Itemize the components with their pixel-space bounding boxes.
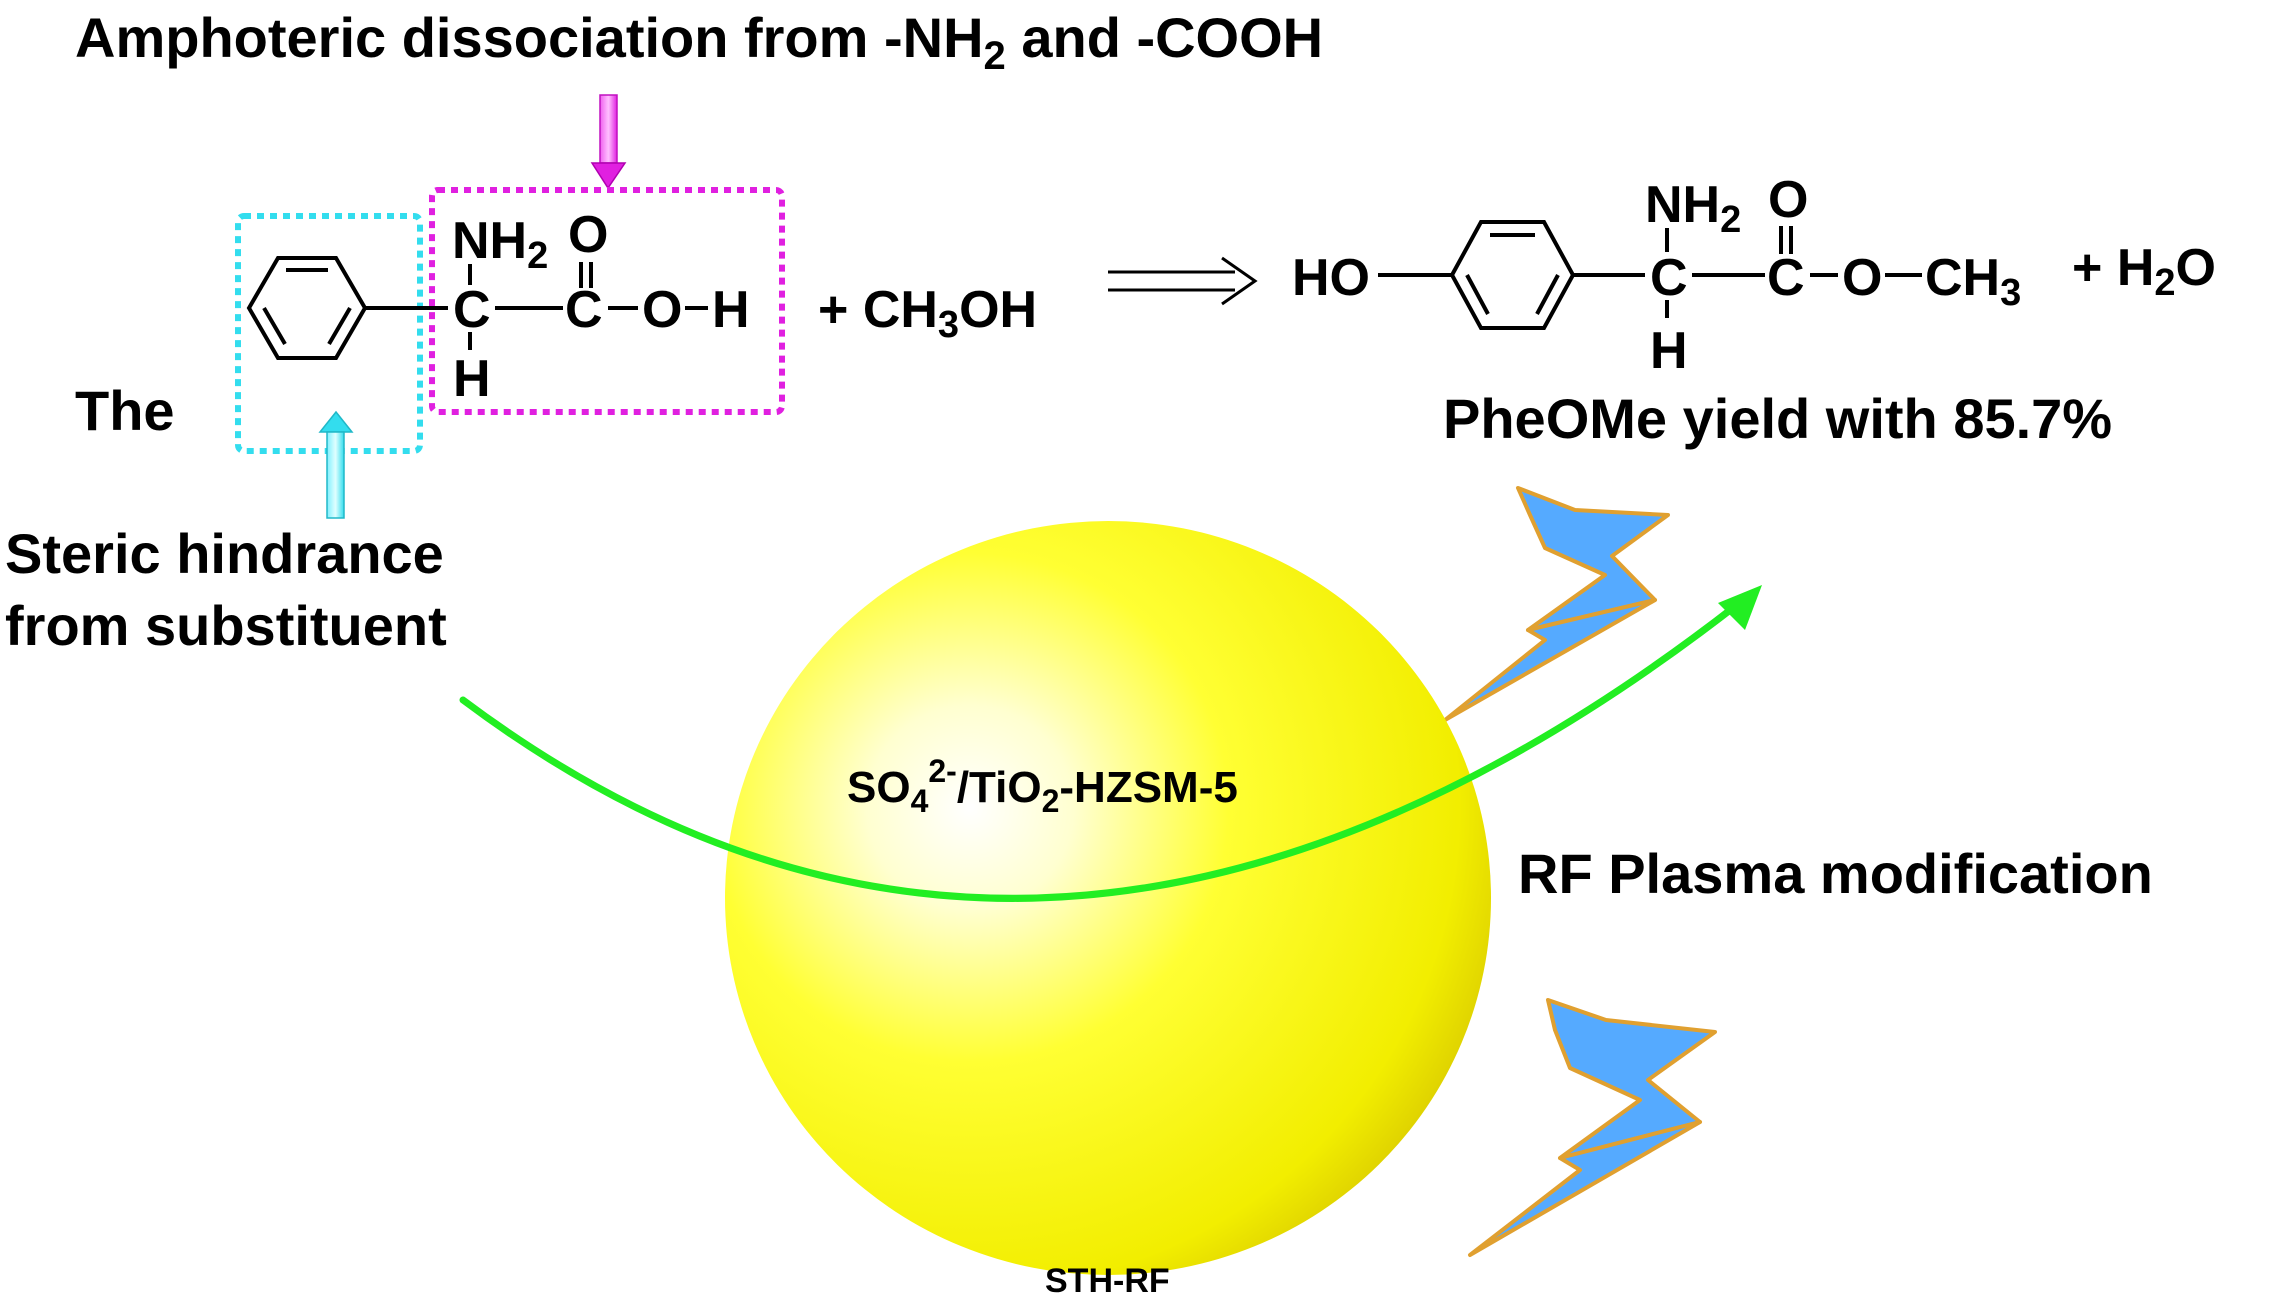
reactant-nh2-n: NH (452, 212, 527, 270)
methanol-prefix: + CH (818, 281, 938, 339)
catalyst-formula: SO42-/TiO2-HZSM-5 (847, 753, 1238, 819)
catalyst-ti: /TiO (957, 763, 1042, 812)
catalyst-sphere (725, 521, 1491, 1275)
rf-plasma-label: RF Plasma modification (1518, 842, 2153, 905)
product-methyl-ch: CH (1925, 249, 2000, 307)
methanol-sub: 3 (938, 304, 959, 346)
reactant-benzene-ring (246, 256, 368, 360)
methanol-reagent: + CH3OH (818, 281, 1037, 346)
product-nh2-n: NH (1645, 176, 1720, 234)
reactant-alpha-h: H (453, 350, 491, 408)
reactant-alpha-c: C (453, 281, 491, 339)
product-alpha-c: C (1650, 249, 1688, 307)
lightning-bolt-lower-tail-icon (1468, 1120, 1702, 1257)
product-nh2: NH2 (1645, 176, 1741, 241)
reactant-carboxyl-c: C (565, 281, 603, 339)
catalyst-rest: -HZSM-5 (1059, 763, 1237, 812)
amphoteric-title: Amphoteric dissociation from -NH2 and -C… (75, 6, 1323, 78)
catalyst-so-sub: 4 (911, 783, 929, 819)
catalyst-name: STH-RF (1045, 1262, 1170, 1300)
reactant-carbonyl-o: O (568, 206, 608, 264)
the-label: The (75, 379, 175, 442)
product-carbonyl-o: O (1768, 171, 1808, 229)
product-methyl-sub: 3 (2000, 272, 2021, 314)
product-alpha-h: H (1650, 322, 1688, 380)
product-ester-o: O (1842, 249, 1882, 307)
magenta-down-arrow (590, 94, 627, 190)
catalyst-ti-sub: 2 (1042, 783, 1060, 819)
product-ho: HO (1292, 249, 1370, 307)
green-curved-arrow (459, 585, 1762, 902)
reaction-arrow (1108, 256, 1258, 306)
water-suffix: O (2176, 239, 2216, 297)
steric-hindrance-line1: Steric hindrance (5, 522, 444, 585)
catalyst-so-sup: 2- (928, 753, 956, 789)
water-product: + H2O (2072, 239, 2216, 304)
lightning-bolt-upper-icon (1516, 486, 1670, 632)
magenta-dotted-box (429, 187, 785, 415)
steric-hindrance-line2: from substituent (5, 594, 447, 657)
catalyst-so: SO (847, 763, 911, 812)
reactant-nh2: NH2 (452, 212, 548, 277)
amphoteric-title-tail: and -COOH (1006, 6, 1323, 69)
lightning-bolt-lower-icon (1546, 998, 1717, 1160)
reactant-hydroxyl-h: H (712, 281, 750, 339)
product-benzene-ring (1449, 220, 1576, 330)
product-carbonyl-c: C (1767, 249, 1805, 307)
reactant-hydroxyl-o: O (642, 281, 682, 339)
water-sub: 2 (2154, 262, 2175, 304)
yield-label: PheOMe yield with 85.7% (1443, 387, 2112, 450)
product-methyl: CH3 (1925, 249, 2021, 314)
reactant-nh2-sub: 2 (527, 235, 548, 277)
amphoteric-title-main: Amphoteric dissociation from -NH (75, 6, 984, 69)
cyan-up-arrow (318, 410, 354, 519)
water-prefix: + H (2072, 239, 2154, 297)
amphoteric-title-sub: 2 (984, 34, 1006, 78)
methanol-suffix: OH (959, 281, 1037, 339)
product-nh2-sub: 2 (1720, 199, 1741, 241)
